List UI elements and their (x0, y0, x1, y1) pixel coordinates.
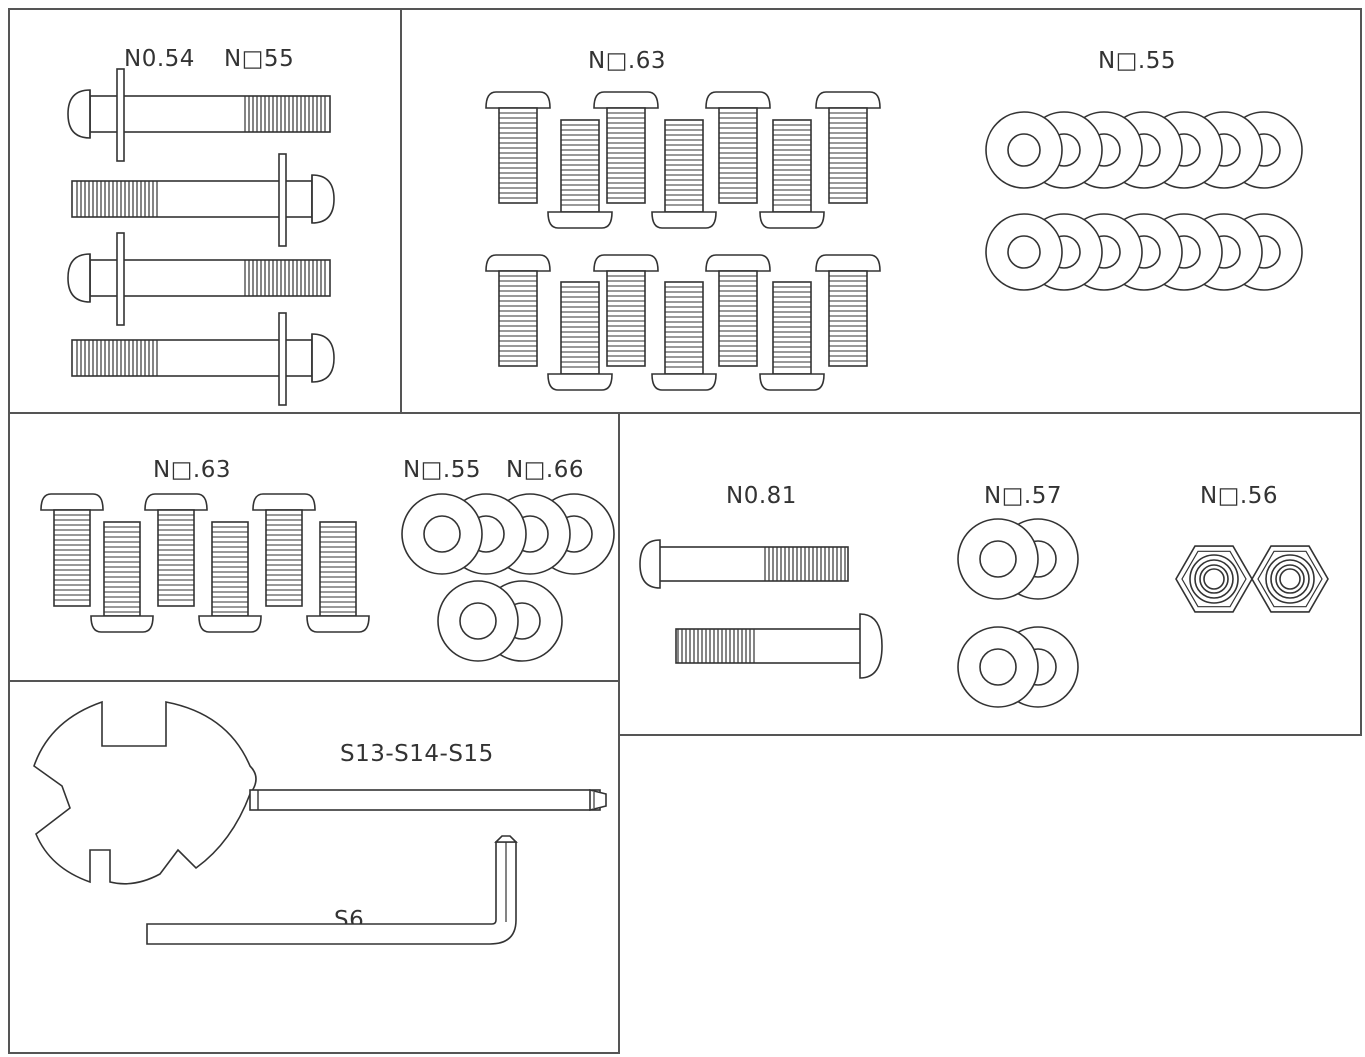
button-screw-icon (485, 91, 551, 204)
button-screw-icon (547, 119, 613, 229)
button-screw-icon (651, 281, 717, 391)
button-screw-icon (815, 91, 881, 204)
long-bolt-icon (71, 312, 335, 406)
button-screw-icon (593, 254, 659, 367)
washer-icon (957, 626, 1039, 708)
part-label-no56: N□.56 (1200, 483, 1279, 509)
part-label-no57: N□.57 (984, 483, 1063, 509)
hex-nut-icon (1175, 545, 1253, 613)
button-screw-icon (252, 493, 316, 607)
button-screw-icon (815, 254, 881, 367)
button-screw-icon (547, 281, 613, 391)
washer-icon (437, 580, 519, 662)
washer-icon (957, 518, 1039, 600)
long-bolt-icon (71, 153, 335, 247)
tool-label-s13-s14-s15: S13-S14-S15 (340, 741, 494, 767)
panel-e-drawing (33, 700, 607, 945)
button-screw-icon (144, 493, 208, 607)
panel-long-bolts: N0.54 N□55 (8, 8, 402, 414)
long-bolt-icon (67, 232, 331, 326)
long-bolt-icon (639, 539, 849, 589)
hex-nut-icon (1251, 545, 1329, 613)
allen-key-icon (146, 835, 518, 945)
washer-icon (985, 111, 1063, 189)
button-screw-icon (759, 281, 825, 391)
button-screw-icon (705, 91, 771, 204)
part-label-no55: N□.55 (403, 457, 482, 483)
button-screw-icon (306, 521, 370, 633)
spoke-wrench-icon (33, 700, 257, 885)
button-screw-icon (90, 521, 154, 633)
part-label-no81: N0.81 (726, 483, 797, 509)
panel-b-drawing (485, 91, 1303, 391)
long-bolt-icon (67, 68, 331, 162)
panel-d-drawing (639, 518, 1329, 708)
part-label-no66: N□.66 (506, 457, 585, 483)
button-screw-icon (705, 254, 771, 367)
part-label-no63: N□.63 (153, 457, 232, 483)
panel-c-drawing (40, 493, 615, 662)
washer-icon (401, 493, 483, 575)
button-screw-icon (198, 521, 262, 633)
button-screw-icon (759, 119, 825, 229)
part-label-no55: N□.55 (1098, 48, 1177, 74)
part-label-no54: N0.54 (124, 46, 195, 72)
panel-tools: S13-S14-S15 S6 (8, 680, 620, 1054)
panel-a-drawing (67, 68, 335, 406)
panel-bolts-nuts: N0.81 N□.57 N□.56 (618, 412, 1362, 736)
long-bolt-icon (675, 613, 883, 679)
panel-small-screws: N□.63 N□.55 N□.66 (8, 412, 620, 682)
button-screw-icon (651, 119, 717, 229)
part-label-no63: N□.63 (588, 48, 667, 74)
part-label-no55: N□55 (224, 46, 295, 72)
button-screw-icon (485, 254, 551, 367)
panel-screws-washers: N□.63 N□.55 (400, 8, 1362, 414)
button-screw-icon (40, 493, 104, 607)
washer-icon (985, 213, 1063, 291)
button-screw-icon (593, 91, 659, 204)
screwdriver-icon (249, 788, 607, 812)
